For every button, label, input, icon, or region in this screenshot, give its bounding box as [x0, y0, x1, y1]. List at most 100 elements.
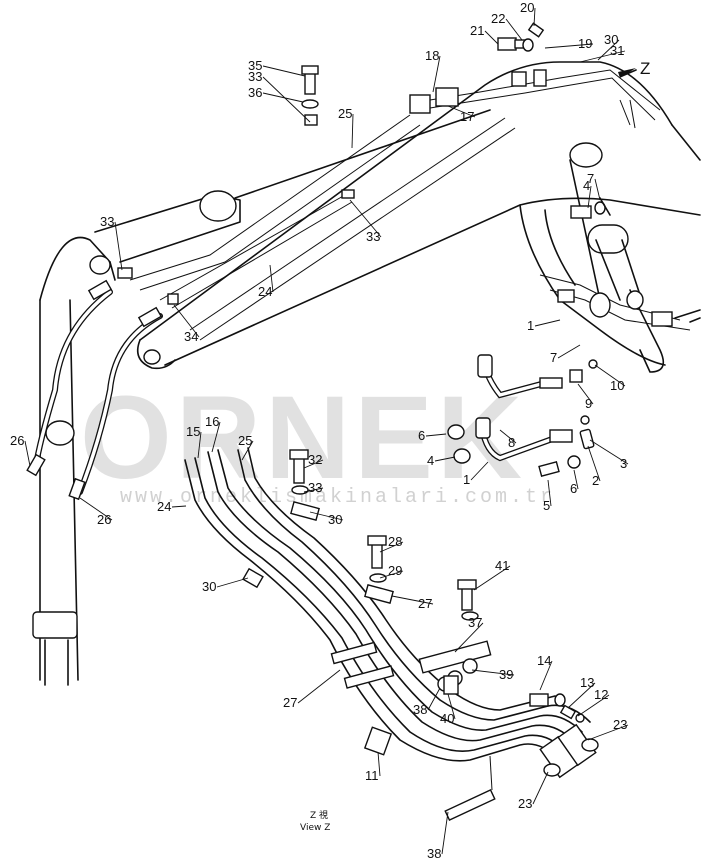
callout-35: 35: [248, 58, 262, 73]
leader-line-3: [589, 439, 629, 465]
view-label: Z 視 View Z: [300, 809, 330, 833]
callout-28: 28: [388, 534, 402, 549]
callout-23: 23: [613, 717, 627, 732]
leader-line-7: [557, 344, 581, 359]
leader-line-17: [447, 105, 476, 118]
callout-13: 13: [580, 675, 594, 690]
leader-line-27: [391, 595, 434, 605]
callout-15: 15: [186, 424, 200, 439]
leader-line-16: [211, 421, 221, 453]
callout-36: 36: [248, 85, 262, 100]
callout-37: 37: [468, 615, 482, 630]
leader-line-30: [216, 577, 249, 588]
callout-4: 4: [427, 453, 434, 468]
callout-38: 38: [427, 846, 441, 859]
callout-18: 18: [425, 48, 439, 63]
leader-line-33: [349, 199, 382, 238]
leader-line-34: [173, 304, 200, 338]
leader-line-21: [484, 30, 499, 45]
hose-assemblies: [447, 354, 598, 478]
leader-line-25: [351, 113, 354, 149]
leader-line-7: [594, 178, 601, 201]
leader-line-38: [441, 811, 449, 855]
leader-line-15: [197, 431, 202, 459]
leader-line-4: [434, 456, 456, 462]
callout-25: 25: [338, 106, 352, 121]
upper-clamps: [117, 69, 547, 305]
leader-line-32: [303, 459, 324, 469]
watermark-url: www.orneklismakinalari.com.tr: [120, 486, 555, 509]
callout-6: 6: [570, 481, 577, 496]
leader-line-11: [377, 751, 381, 777]
leader-line-1: [534, 319, 561, 327]
callout-4: 4: [583, 178, 590, 193]
leader-line-33: [262, 76, 311, 123]
leader-line-22: [505, 18, 523, 41]
upper-bolts: [301, 22, 611, 219]
leader-line-39: [471, 669, 515, 676]
callout-16: 16: [205, 414, 219, 429]
callout-33: 33: [248, 69, 262, 84]
leader-line-35: [262, 65, 306, 77]
leader-line-5: [547, 479, 552, 507]
callout-38: 38: [413, 702, 427, 717]
leader-line-38: [427, 687, 441, 711]
leader-line-23: [532, 771, 549, 805]
callout-26: 26: [97, 512, 111, 527]
boom-outline: [136, 61, 701, 370]
leader-line-36: [262, 92, 304, 103]
callout-9: 9: [585, 396, 592, 411]
callout-8: 8: [508, 435, 515, 450]
leader-line-24: [171, 505, 187, 508]
arm-cylinder: [94, 109, 491, 263]
callout-33: 33: [308, 480, 322, 495]
callout-22: 22: [491, 11, 505, 26]
callout-27: 27: [283, 695, 297, 710]
leader-line-23: [587, 724, 629, 741]
leader-line-9: [577, 383, 594, 405]
callout-30: 30: [604, 32, 618, 47]
leader-line-25: [241, 440, 254, 461]
boom-cylinder: [519, 142, 666, 373]
callout-34: 34: [184, 329, 198, 344]
leader-line-18: [432, 55, 441, 93]
leader-line-24: [269, 264, 274, 293]
view-label-en: View Z: [300, 823, 330, 833]
callout-11: 11: [365, 768, 379, 783]
leader-line-26: [79, 497, 113, 521]
callout-21: 21: [470, 23, 484, 38]
callout-3: 3: [620, 456, 627, 471]
callout-30: 30: [202, 579, 216, 594]
callout-1: 1: [463, 472, 470, 487]
callout-leaders: [24, 7, 629, 855]
leader-line-20: [533, 7, 536, 27]
view-z-arrow-label: Z: [640, 59, 650, 78]
callout-40: 40: [440, 711, 454, 726]
callout-10: 10: [610, 378, 624, 393]
callout-1: 1: [527, 318, 534, 333]
leader-line-37: [454, 622, 484, 653]
leader-line-4: [587, 185, 592, 209]
callout-24: 24: [258, 284, 272, 299]
callout-7: 7: [550, 350, 557, 365]
view-label-jp: Z 視: [310, 809, 328, 821]
callout-19: 19: [578, 36, 592, 51]
callout-27: 27: [418, 596, 432, 611]
callout-29: 29: [388, 563, 402, 578]
callout-12: 12: [594, 687, 608, 702]
callout-30: 30: [328, 512, 342, 527]
leader-line-33: [303, 487, 324, 493]
leader-line-10: [594, 364, 626, 387]
callout-33: 33: [100, 214, 114, 229]
leader-line-6: [425, 433, 447, 437]
callout-32: 32: [308, 452, 322, 467]
leader-line-26: [24, 440, 31, 467]
pipe-bundle: [184, 447, 599, 779]
valve-area: [539, 274, 701, 331]
boom-tubes: [129, 69, 661, 309]
callout-20: 20: [520, 0, 534, 15]
callout-25: 25: [238, 433, 252, 448]
